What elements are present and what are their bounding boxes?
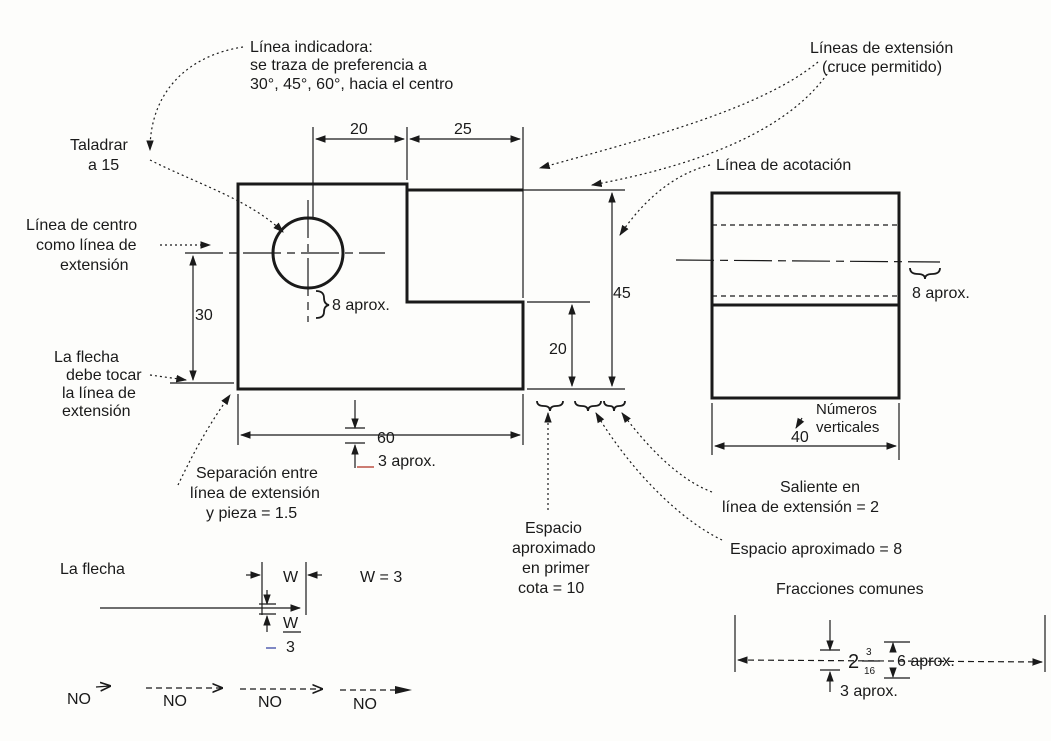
text-gap-3-indicator bbox=[345, 400, 374, 468]
arrow-section-title: La flecha bbox=[60, 561, 125, 578]
arrow-touch-note-2: debe tocar bbox=[66, 367, 142, 384]
vertical-numbers-note-1: Números bbox=[816, 401, 877, 418]
dimension-line-note: Línea de acotación bbox=[716, 157, 851, 174]
no-label-2: NO bbox=[163, 693, 187, 710]
arrow-touch-note-3: la línea de bbox=[62, 385, 136, 402]
no-label-1: NO bbox=[67, 691, 91, 708]
vertical-numbers-note-2: verticales bbox=[816, 419, 879, 436]
overhang-note-2: línea de extensión = 2 bbox=[722, 499, 879, 516]
bracket-8-aprox-side bbox=[909, 267, 941, 280]
leader-arrow-touch bbox=[149, 374, 188, 383]
no-label-4: NO bbox=[353, 696, 377, 713]
bracket-8-aprox-hole bbox=[315, 290, 330, 319]
dim-value-40: 40 bbox=[791, 429, 809, 446]
drill-note-2: a 15 bbox=[88, 157, 119, 174]
side-view bbox=[675, 191, 941, 460]
arrow-touch-note-4: extensión bbox=[62, 403, 131, 420]
approx-space-note: Espacio aproximado = 8 bbox=[730, 541, 902, 558]
leader-line-note-3: 30°, 45°, 60°, hacia el centro bbox=[250, 76, 453, 93]
w-fraction-denominator: 3 bbox=[286, 639, 295, 656]
dim-value-20-top: 20 bbox=[350, 121, 368, 138]
gap-note-2: línea de extensión bbox=[190, 485, 320, 502]
leader-gap bbox=[177, 394, 231, 486]
fraction-whole: 2 bbox=[848, 651, 859, 673]
wrong-arrow-4-head bbox=[395, 686, 412, 694]
part-outline bbox=[236, 182, 525, 391]
no-label-3: NO bbox=[258, 694, 282, 711]
w-equals-3: W = 3 bbox=[360, 569, 402, 586]
common-fractions-title: Fracciones comunes bbox=[776, 581, 924, 598]
center-line-note-3: extensión bbox=[60, 257, 129, 274]
first-space-note-2: aproximado bbox=[512, 540, 596, 557]
leader-overhang bbox=[621, 412, 713, 493]
arrow-detail-text: W W = 3 W 3 bbox=[283, 569, 402, 656]
approx-6-fraction: 6 aprox. bbox=[897, 653, 955, 670]
fraction-dim-line bbox=[736, 656, 1044, 666]
w-label-top: W bbox=[283, 569, 299, 586]
gap-note-1: Separación entre bbox=[196, 465, 318, 482]
leader-extension-cross-1 bbox=[538, 61, 819, 170]
leader-dimension-line bbox=[619, 164, 711, 236]
dimension-lines bbox=[189, 135, 616, 439]
leader-line-note-2: se traza de preferencia a bbox=[250, 57, 427, 74]
first-space-note-1: Espacio bbox=[525, 520, 582, 537]
approx-8-side: 8 aprox. bbox=[912, 285, 970, 302]
center-line-note-2: como línea de bbox=[36, 237, 137, 254]
approx-8-hole: 8 aprox. bbox=[332, 297, 390, 314]
drill-note-1: Taladrar bbox=[70, 137, 128, 154]
dim-value-30: 30 bbox=[195, 307, 213, 324]
dim-value-45: 45 bbox=[613, 285, 631, 302]
vertical-numbers-pointer bbox=[795, 417, 805, 429]
arrow-touch-note-1: La flecha bbox=[54, 349, 119, 366]
approx-3-fraction: 3 aprox. bbox=[840, 683, 898, 700]
leader-approx-space bbox=[595, 412, 723, 541]
extension-lines-note-2: (cruce permitido) bbox=[822, 59, 942, 76]
extension-lines bbox=[170, 127, 625, 445]
center-line-note-1: Línea de centro bbox=[26, 217, 137, 234]
annotation-text: Línea indicadora: se traza de preferenci… bbox=[26, 39, 953, 598]
wrong-arrow-1 bbox=[95, 686, 110, 687]
leader-hole bbox=[149, 159, 284, 233]
dim-value-20-right: 20 bbox=[549, 341, 567, 358]
arrow-detail bbox=[100, 562, 322, 649]
gap-note-3: y pieza = 1.5 bbox=[206, 505, 297, 522]
fraction-denominator: 16 bbox=[864, 666, 876, 677]
callout-leaders bbox=[146, 46, 831, 541]
spacing-brackets bbox=[536, 400, 626, 412]
overhang-note-1: Saliente en bbox=[780, 479, 860, 496]
first-space-note-3: en primer bbox=[522, 560, 590, 577]
wrong-labels: NO NO NO NO bbox=[67, 691, 377, 713]
leader-drill bbox=[146, 46, 244, 152]
fractions-detail bbox=[734, 615, 1046, 692]
first-space-note-4: cota = 10 bbox=[518, 580, 584, 597]
wrong-arrow-examples bbox=[95, 686, 412, 694]
leader-line-note-1: Línea indicadora: bbox=[250, 39, 373, 56]
w-fraction-numerator: W bbox=[283, 615, 299, 632]
front-view bbox=[185, 182, 525, 391]
dimension-values: 20 25 45 30 20 60 40 8 aprox. 8 aprox. 3… bbox=[195, 121, 970, 700]
approx-3: 3 aprox. bbox=[378, 453, 436, 470]
side-view-center-line bbox=[675, 259, 941, 263]
extension-lines-note-1: Líneas de extensión bbox=[810, 40, 953, 57]
dim-value-60: 60 bbox=[377, 430, 395, 447]
fraction-numerator: 3 bbox=[866, 647, 872, 658]
dim-value-25: 25 bbox=[454, 121, 472, 138]
